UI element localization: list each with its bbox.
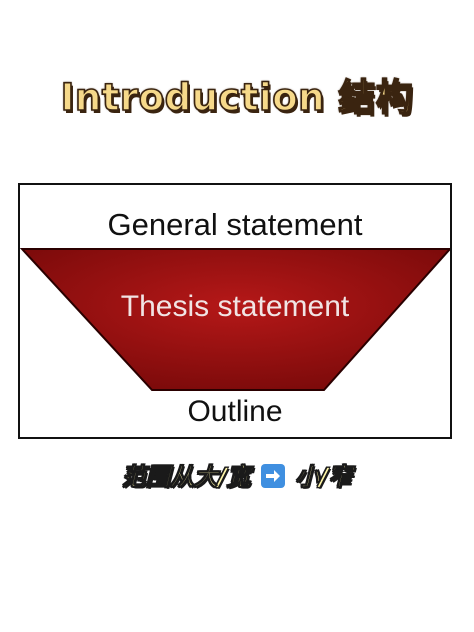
right-arrow-icon (261, 464, 285, 488)
general-statement-label: General statement (107, 207, 363, 242)
funnel-shape (20, 248, 450, 391)
outline-label: Outline (187, 395, 283, 428)
caption-left-text: 范围从大/宽 (121, 463, 251, 492)
thesis-statement-label: Thesis statement (120, 290, 350, 323)
caption-right-text: 小/窄 (295, 463, 353, 492)
funnel-diagram: General statement Thesis statement Outli… (18, 183, 452, 439)
caption: 范围从大/宽 小/窄 (0, 457, 474, 497)
page-title: Introduction 结构 (60, 75, 414, 120)
funnel-trapezoid (20, 248, 450, 391)
